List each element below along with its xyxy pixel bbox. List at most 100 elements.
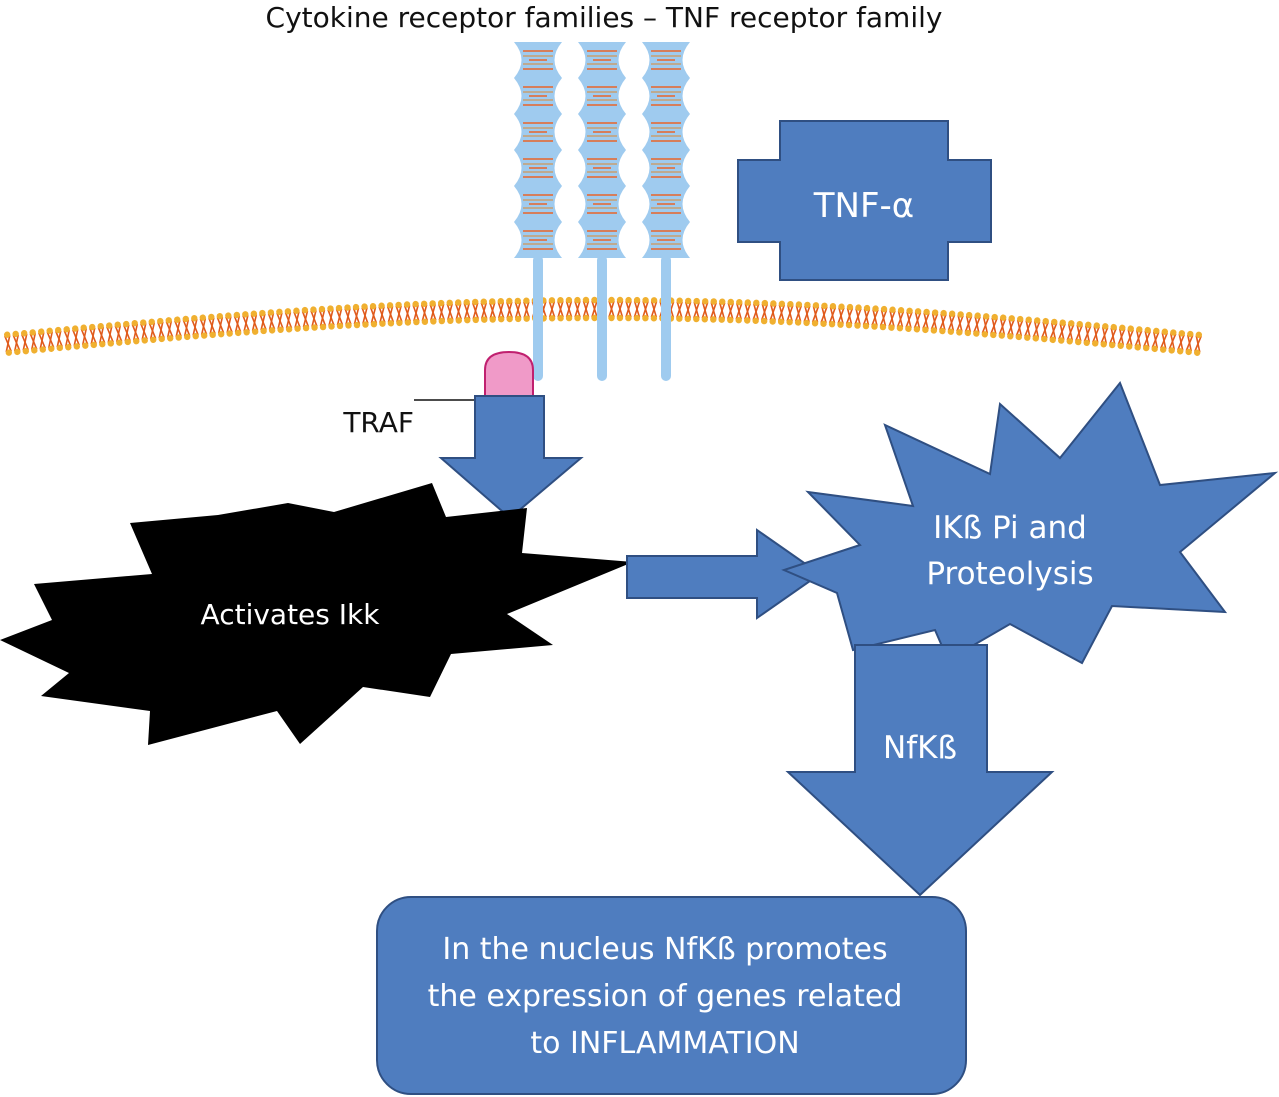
diagram-title: Cytokine receptor families – TNF recepto… — [266, 1, 943, 34]
lipid-pair — [922, 308, 930, 334]
lipid-pair — [225, 312, 233, 337]
lipid-tail — [64, 329, 71, 347]
lipid-head — [140, 319, 147, 326]
lipid-head — [165, 317, 172, 324]
lipid-pair — [1125, 325, 1135, 350]
lipid-head — [828, 320, 836, 328]
lipid-pair — [710, 298, 717, 323]
tnf-alpha-shape — [737, 120, 992, 281]
lipid-head — [1051, 318, 1058, 326]
lipid-head — [1119, 324, 1126, 332]
lipid-head — [1049, 336, 1056, 344]
lipid-pair — [386, 302, 395, 327]
lipid-tail — [888, 310, 896, 327]
lipid-pair — [429, 300, 437, 325]
lipid-head — [1032, 335, 1039, 342]
lipid-pair — [786, 301, 794, 326]
lipid-head — [1092, 340, 1099, 347]
lipid-tail — [413, 304, 419, 322]
lipid-head — [387, 320, 395, 327]
lipid-head — [421, 318, 429, 325]
lipid-pair — [1134, 326, 1143, 351]
lipid-tail — [387, 305, 394, 323]
lipid-head — [379, 320, 386, 327]
lipid-head — [369, 303, 377, 310]
lipid-head — [54, 326, 62, 334]
lipid-tail — [633, 300, 641, 318]
lipid-head — [1085, 321, 1092, 329]
lipid-pair — [506, 297, 513, 323]
lipid-tail — [557, 300, 564, 318]
lipid-head — [1100, 341, 1107, 348]
lipid-head — [846, 303, 854, 311]
lipid-tail — [183, 319, 190, 337]
lipid-tail — [234, 315, 241, 333]
lipid-head — [37, 328, 45, 335]
lipid-pair — [191, 315, 199, 340]
lipid-head — [396, 319, 403, 327]
receptor-stalk — [661, 255, 671, 381]
lipid-head — [133, 337, 140, 345]
lipid-tail — [243, 314, 249, 332]
lipid-head — [1127, 325, 1135, 332]
lipid-tail — [523, 301, 530, 318]
receptor-base — [514, 252, 562, 258]
lipid-head — [965, 311, 973, 319]
lipid-tail — [353, 307, 360, 325]
lipid-head — [116, 339, 123, 346]
lipid-head — [48, 345, 55, 352]
lipid-head — [234, 329, 242, 337]
lipid-pair — [879, 305, 888, 331]
lipid-head — [498, 315, 505, 323]
lipid-head — [226, 330, 233, 337]
lipid-head — [404, 319, 412, 326]
lipid-pair — [820, 302, 828, 327]
lipid-tail — [107, 326, 113, 343]
lipid-head — [557, 297, 564, 304]
lipid-tail — [862, 308, 871, 326]
lipid-head — [1042, 317, 1049, 325]
lipid-head — [378, 302, 385, 309]
lipid-pair — [80, 324, 89, 349]
lipid-pair — [591, 296, 598, 322]
lipid-head — [514, 315, 522, 323]
lipid-head — [301, 306, 309, 314]
lipid-head — [557, 314, 564, 322]
lipid-head — [889, 306, 896, 313]
lipid-pair — [114, 321, 123, 346]
lipid-head — [794, 319, 802, 326]
lipid-head — [803, 319, 810, 327]
lipid-head — [311, 324, 318, 331]
lipid-head — [991, 313, 998, 321]
lipid-pair — [1024, 316, 1032, 341]
lipid-head — [361, 303, 368, 310]
lipid-pair — [242, 311, 250, 336]
lipid-head — [710, 316, 717, 323]
lipid-tail — [447, 303, 453, 321]
lipid-pair — [369, 303, 378, 328]
lipid-tail — [990, 317, 998, 335]
lipid-head — [862, 322, 870, 330]
lipid-pair — [608, 296, 615, 322]
lipid-tail — [650, 301, 658, 318]
lipid-pair — [752, 299, 760, 324]
lipid-pair — [888, 306, 896, 331]
lipid-head — [284, 308, 292, 315]
lipid-head — [880, 305, 888, 313]
lipid-pair — [199, 314, 208, 339]
lipid-head — [158, 335, 165, 343]
lipid-head — [1187, 330, 1194, 338]
lipid-pair — [123, 320, 131, 346]
lipid-head — [191, 315, 198, 322]
lipid-head — [896, 324, 904, 332]
lipid-head — [1093, 322, 1100, 329]
lipid-head — [956, 329, 963, 336]
lipid-tail — [896, 311, 905, 328]
nfkb-label: NfKß — [883, 730, 957, 766]
lipid-pair — [412, 300, 420, 326]
lipid-pair — [174, 316, 182, 341]
lipid-head — [812, 302, 820, 309]
lipid-head — [430, 318, 437, 325]
lipid-head — [1024, 334, 1031, 341]
lipid-head — [386, 302, 394, 309]
